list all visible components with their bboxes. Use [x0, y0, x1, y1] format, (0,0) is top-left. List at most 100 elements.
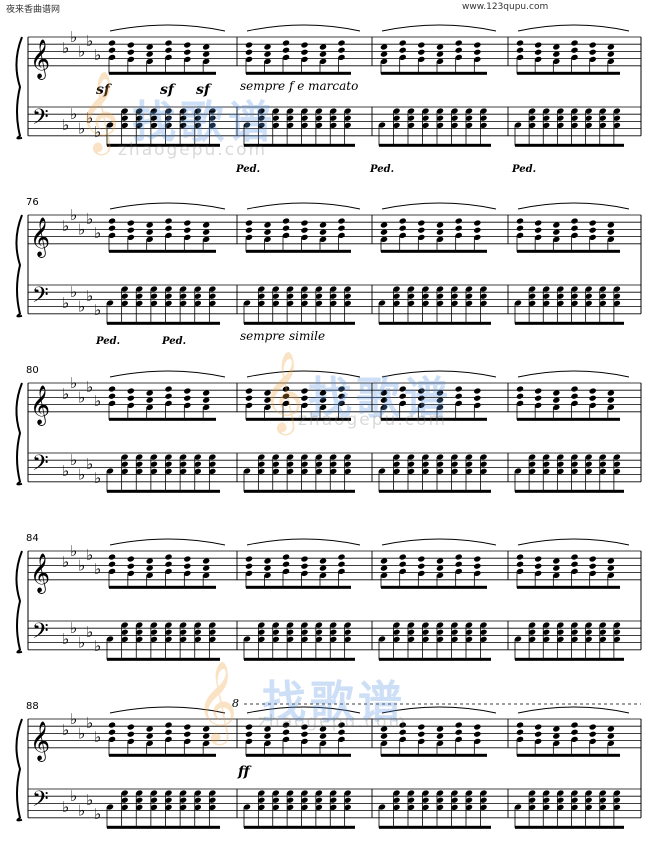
notehead [474, 402, 481, 409]
notehead [436, 468, 444, 475]
slur [109, 706, 226, 714]
notehead [422, 286, 429, 292]
notehead [272, 797, 280, 803]
notehead [542, 293, 550, 299]
notehead [599, 108, 607, 114]
notehead [436, 636, 444, 643]
notehead [121, 629, 128, 635]
notehead [399, 225, 406, 231]
notehead [121, 122, 128, 129]
notehead [150, 108, 158, 114]
notehead [418, 556, 425, 562]
notehead [165, 568, 172, 575]
notehead [121, 622, 128, 628]
notehead [418, 42, 425, 48]
notehead [571, 561, 578, 567]
notehead [329, 636, 337, 643]
notehead [557, 300, 564, 307]
notehead [272, 629, 280, 635]
notehead [455, 386, 462, 392]
notehead [127, 724, 135, 730]
notehead [301, 468, 308, 475]
notehead [243, 468, 251, 474]
notehead [286, 108, 294, 114]
notehead [282, 400, 290, 407]
bass-clef-icon: 𝄢 [32, 451, 49, 481]
notehead [613, 622, 621, 628]
notehead [542, 108, 550, 114]
notehead [436, 51, 444, 57]
notehead [301, 461, 308, 467]
notehead [557, 122, 564, 129]
notehead [380, 51, 388, 57]
notehead [209, 797, 216, 803]
flat-icon: ♭ [86, 378, 93, 396]
notehead [338, 386, 345, 392]
notehead [202, 733, 210, 739]
notehead [319, 236, 327, 243]
notehead [436, 236, 444, 243]
notehead [150, 286, 158, 292]
notehead [480, 300, 487, 307]
notehead [108, 729, 116, 735]
notehead [245, 388, 253, 394]
notehead [165, 554, 172, 560]
notehead [393, 804, 400, 811]
notehead [245, 234, 253, 241]
watermark-clef-icon: 𝄞 [78, 70, 120, 152]
notehead [106, 468, 114, 474]
notehead [589, 234, 596, 241]
notehead [258, 797, 265, 803]
notehead [135, 286, 143, 292]
notehead [146, 51, 153, 57]
notehead [127, 227, 135, 233]
notehead [465, 804, 473, 811]
notehead [399, 386, 406, 392]
notehead [599, 636, 607, 643]
notehead [407, 461, 415, 467]
notehead [179, 115, 187, 121]
notehead [146, 726, 153, 732]
notehead [184, 49, 191, 55]
notehead [338, 47, 345, 53]
notehead [165, 468, 172, 475]
notehead [286, 468, 294, 475]
notehead [329, 468, 337, 475]
dynamic-mark: sf [160, 82, 177, 98]
notehead [127, 388, 135, 394]
notehead [407, 300, 415, 307]
notehead [607, 572, 615, 579]
notehead [264, 404, 271, 411]
flat-icon: ♭ [94, 560, 101, 578]
notehead [378, 804, 386, 810]
notehead [146, 558, 153, 564]
notehead [380, 726, 388, 732]
notehead [329, 122, 337, 129]
notehead [165, 454, 172, 460]
notehead [455, 729, 462, 735]
notehead [589, 49, 596, 55]
notehead [465, 468, 473, 475]
flat-icon: ♭ [86, 455, 93, 473]
notehead [121, 115, 128, 121]
flat-icon: ♭ [62, 39, 69, 57]
notehead [150, 468, 158, 475]
notehead [480, 286, 487, 292]
notehead [571, 722, 578, 728]
notehead [344, 286, 351, 292]
slur [517, 202, 630, 210]
notehead [613, 461, 621, 467]
flat-icon: ♭ [70, 542, 77, 560]
beam [379, 825, 491, 829]
notehead [282, 393, 290, 399]
flat-icon: ♭ [70, 105, 77, 123]
notehead [272, 300, 280, 307]
notehead [344, 790, 351, 796]
notehead [319, 404, 327, 411]
notehead [451, 636, 458, 643]
notehead [613, 797, 621, 803]
notehead [599, 454, 607, 460]
bass-clef-icon: 𝄢 [32, 283, 49, 313]
notehead [534, 388, 542, 394]
notehead [514, 636, 522, 642]
